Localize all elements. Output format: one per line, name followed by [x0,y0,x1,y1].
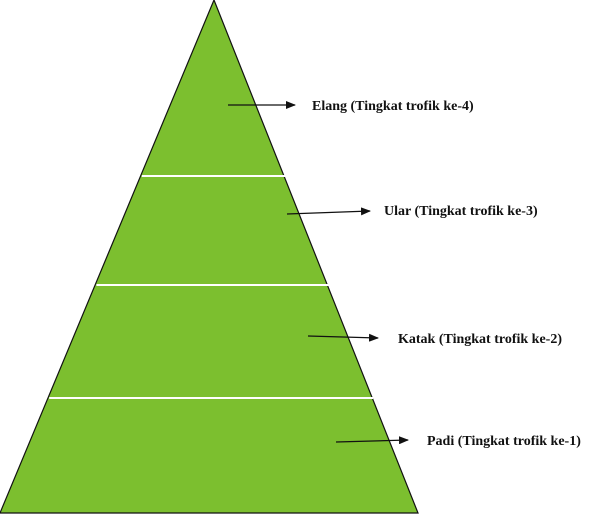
arrow-ular [286,207,371,216]
arrow-katak [307,333,379,342]
level-katak: Katak (Tingkat trofik ke-2) [307,332,562,347]
level-padi: Padi (Tingkat trofik ke-1) [335,434,581,449]
arrow-padi [335,436,409,445]
label-ular: Ular (Tingkat trofik ke-3) [384,204,538,219]
label-katak: Katak (Tingkat trofik ke-2) [398,332,562,347]
level-elang: Elang (Tingkat trofik ke-4) [228,99,474,114]
label-padi: Padi (Tingkat trofik ke-1) [427,434,581,449]
label-elang: Elang (Tingkat trofik ke-4) [312,99,474,114]
level-ular: Ular (Tingkat trofik ke-3) [286,204,538,219]
pyramid-triangle [0,0,419,514]
